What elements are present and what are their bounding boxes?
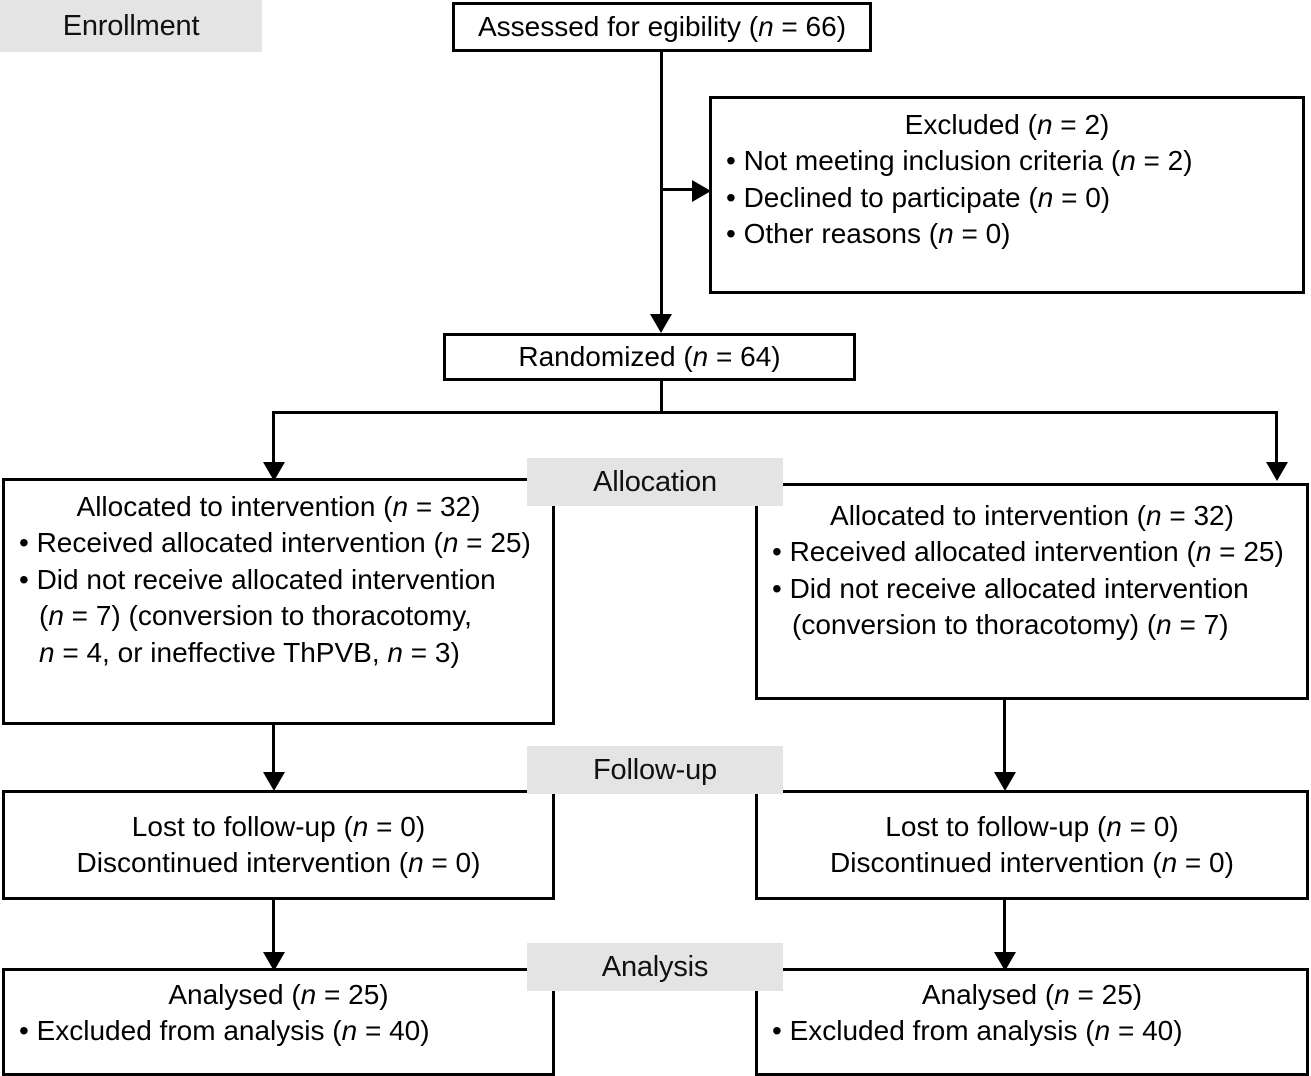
stage-band-allocation: Allocation <box>527 458 783 506</box>
followup-left-line-1: Lost to follow-up (n = 0) <box>131 810 426 842</box>
excluded-heading: Excluded (n = 2) <box>904 109 1110 140</box>
stage-label-allocation: Allocation <box>593 465 717 498</box>
arrowhead-into-analysis-right <box>994 952 1016 971</box>
analysis-right-item-1: • Excluded from analysis (n = 40) <box>772 1015 1183 1047</box>
stage-band-enrollment: Enrollment <box>0 0 262 52</box>
box-assessed-for-eligibility: Assessed for egibility (n = 66) <box>452 2 872 52</box>
alloc-left-item-2c: n = 4, or ineffective ThPVB, n = 3) <box>39 636 460 668</box>
alloc-left-item-2b: (n = 7) (conversion to thoracotomy, <box>39 600 472 632</box>
arrowhead-into-analysis-left <box>263 952 285 971</box>
excluded-item-1: • Not meeting inclusion criteria (n = 2) <box>726 145 1193 177</box>
alloc-left-item-1: • Received allocated intervention (n = 2… <box>19 527 531 559</box>
connector-followupleft-to-analysisleft <box>272 900 275 960</box>
stage-band-followup: Follow-up <box>527 746 783 794</box>
arrowhead-into-alloc-left <box>263 462 285 481</box>
box-allocated-left: Allocated to intervention (n = 32) • Rec… <box>2 478 555 725</box>
connector-randomized-stem <box>660 381 663 413</box>
box-analysis-right: Analysed (n = 25) • Excluded from analys… <box>755 968 1309 1076</box>
arrowhead-into-randomized <box>650 314 672 333</box>
connector-split-left-drop <box>272 411 275 467</box>
randomized-text: Randomized (n = 64) <box>518 340 781 372</box>
stage-band-analysis: Analysis <box>527 943 783 991</box>
followup-right-line-2: Discontinued intervention (n = 0) <box>830 847 1234 878</box>
excluded-item-2: • Declined to participate (n = 0) <box>726 181 1111 213</box>
alloc-right-item-2b: (conversion to thoracotomy) (n = 7) <box>792 609 1229 641</box>
connector-to-excluded <box>660 188 696 191</box>
box-allocated-right: Allocated to intervention (n = 32) • Rec… <box>755 483 1309 700</box>
connector-assessed-to-randomized <box>660 52 663 320</box>
arrowhead-into-alloc-right <box>1266 462 1288 481</box>
alloc-right-item-2: • Did not receive allocated intervention <box>772 572 1249 604</box>
arrowhead-into-excluded <box>692 180 711 202</box>
stage-label-analysis: Analysis <box>601 950 709 983</box>
alloc-left-item-2: • Did not receive allocated intervention <box>19 563 496 595</box>
analysis-left-item-1: • Excluded from analysis (n = 40) <box>19 1015 430 1047</box>
connector-allocleft-to-followupleft <box>272 725 275 777</box>
box-excluded: Excluded (n = 2) • Not meeting inclusion… <box>709 96 1305 294</box>
box-analysis-left: Analysed (n = 25) • Excluded from analys… <box>2 968 555 1076</box>
analysis-right-heading: Analysed (n = 25) <box>921 979 1143 1010</box>
connector-split-right-drop <box>1275 411 1278 467</box>
box-followup-left: Lost to follow-up (n = 0) Discontinued i… <box>2 790 555 900</box>
stage-label-followup: Follow-up <box>593 753 717 786</box>
connector-allocation-split <box>272 411 1278 414</box>
box-randomized: Randomized (n = 64) <box>443 333 856 381</box>
arrowhead-into-followup-right <box>994 772 1016 791</box>
assessed-text: Assessed for egibility (n = 66) <box>477 10 847 42</box>
followup-left-line-2: Discontinued intervention (n = 0) <box>76 847 481 878</box>
alloc-right-heading: Allocated to intervention (n = 32) <box>830 500 1234 531</box>
arrowhead-into-followup-left <box>263 772 285 791</box>
connector-allocright-to-followupright <box>1003 700 1006 777</box>
alloc-left-heading: Allocated to intervention (n = 32) <box>76 491 481 522</box>
box-followup-right: Lost to follow-up (n = 0) Discontinued i… <box>755 790 1309 900</box>
alloc-right-item-1: • Received allocated intervention (n = 2… <box>772 536 1284 568</box>
followup-right-line-1: Lost to follow-up (n = 0) <box>885 810 1179 842</box>
connector-followupright-to-analysisright <box>1003 900 1006 960</box>
stage-label-enrollment: Enrollment <box>62 9 200 42</box>
analysis-left-heading: Analysed (n = 25) <box>168 979 389 1010</box>
excluded-item-3: • Other reasons (n = 0) <box>726 218 1011 250</box>
